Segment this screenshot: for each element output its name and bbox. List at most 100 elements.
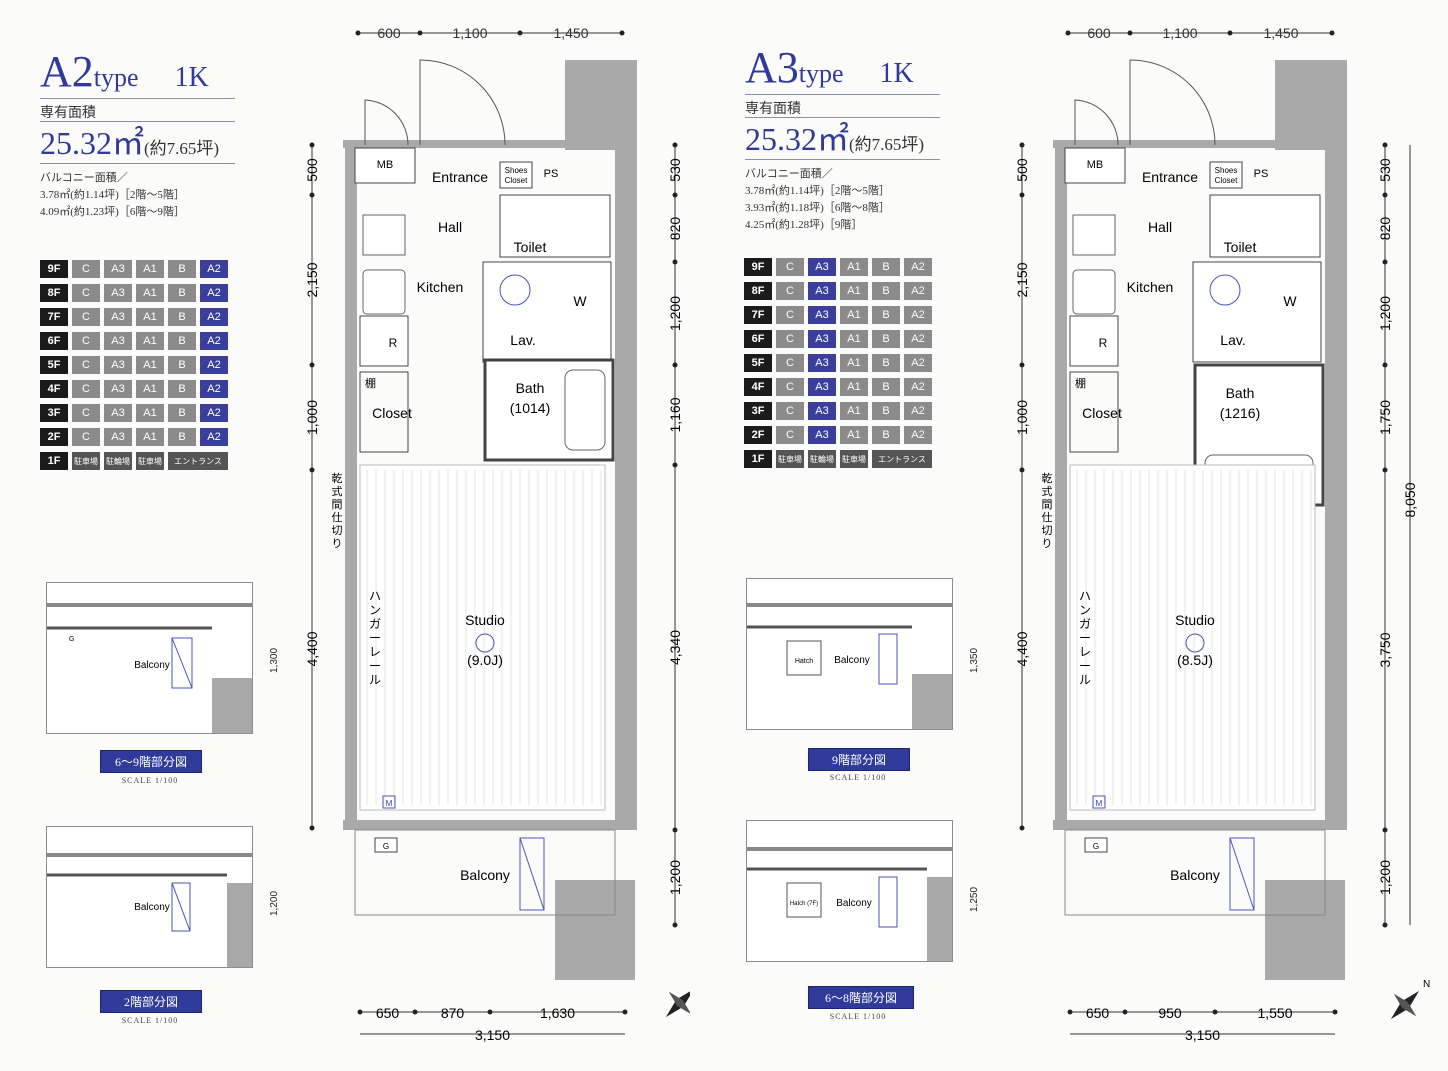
a3-partial2: Hatch (7F) Balcony bbox=[746, 820, 953, 962]
a3-balcony-line-3: 4.25㎡(約1.28坪)［9階］ bbox=[745, 219, 863, 231]
hanger-rail-char: ー bbox=[369, 659, 381, 673]
dim-tick bbox=[1382, 362, 1388, 368]
a2-unit-cell: A3 bbox=[104, 284, 132, 302]
w-label: W bbox=[573, 293, 587, 309]
a2-floor-label: 7F bbox=[40, 308, 68, 326]
a3-unit-cell: A1 bbox=[840, 306, 868, 324]
a2-unit-cell: C bbox=[72, 356, 100, 374]
a2-unit-cell: A1 bbox=[136, 356, 164, 374]
a3-partial1-caption: 9階部分図 bbox=[808, 748, 910, 771]
a2-ground-cell: 駐輪場 bbox=[104, 452, 132, 470]
partition-char: 切 bbox=[1042, 524, 1053, 537]
m-box bbox=[382, 795, 396, 809]
partition-char: 間 bbox=[1042, 498, 1053, 511]
bottom-dim-label: 1,550 bbox=[1257, 1005, 1292, 1021]
shelf-label: 棚 bbox=[365, 376, 376, 390]
a2-partial1-drawing: Balcony G bbox=[47, 603, 252, 733]
a2-partial1: Balcony G bbox=[46, 582, 253, 734]
a3-partial1-scale: SCALE 1/100 bbox=[829, 773, 887, 782]
a3-unit-cell: A2 bbox=[904, 258, 932, 276]
left-dim-label: 4,400 bbox=[304, 631, 320, 666]
dim-tick bbox=[309, 825, 315, 831]
dim-tick bbox=[1019, 362, 1025, 368]
partition-char: 式 bbox=[332, 485, 343, 498]
toilet-box bbox=[499, 194, 611, 258]
a2-unit-cell: A1 bbox=[136, 404, 164, 422]
a2-unit-cell: A1 bbox=[136, 428, 164, 446]
a3-unit-cell: A2 bbox=[904, 426, 932, 444]
hanger-rail-char: ン bbox=[369, 603, 381, 617]
a2-ground-cell: 駐車場 bbox=[136, 452, 164, 470]
a2-partial2-drawing: Balcony bbox=[47, 853, 252, 967]
a2-floor-label: 5F bbox=[40, 356, 68, 374]
r-label: R bbox=[1099, 336, 1108, 350]
a3-partial1-balcony: Balcony bbox=[834, 655, 870, 666]
dim-tick bbox=[309, 362, 315, 368]
a3-area: 25.32㎡(約7.65坪) bbox=[745, 123, 924, 161]
entrance-label: Entrance bbox=[1142, 169, 1198, 185]
a2-unit-cell: A1 bbox=[136, 332, 164, 350]
a2-partial1-balcony: Balcony bbox=[134, 660, 170, 671]
closet-label: Closet bbox=[505, 176, 528, 185]
bath-size-label: (1014) bbox=[510, 400, 550, 416]
closet-box bbox=[359, 371, 409, 453]
studio-label: Studio bbox=[465, 612, 505, 628]
a2-unit-cell: B bbox=[168, 404, 196, 422]
a2-unit-cell: A1 bbox=[136, 380, 164, 398]
ps-label: PS bbox=[544, 168, 559, 180]
a3-unit-cell: C bbox=[776, 402, 804, 420]
a3-floor-label: 7F bbox=[744, 306, 772, 324]
dim-tick bbox=[517, 30, 523, 36]
a2-unit-cell: A1 bbox=[136, 284, 164, 302]
a2-unit-cell: A2 bbox=[200, 404, 228, 422]
a3-floor-label: 2F bbox=[744, 426, 772, 444]
a3-area-label: 専有面積 bbox=[745, 102, 801, 117]
a3-unit-cell: C bbox=[776, 306, 804, 324]
a3-area-rule2 bbox=[745, 159, 940, 160]
right-dim-label: 3,750 bbox=[1377, 632, 1393, 667]
a3-area-tsubo: (約7.65坪) bbox=[849, 135, 925, 154]
dim-tick bbox=[672, 259, 678, 265]
dim-tick bbox=[357, 1009, 363, 1015]
closet-room-label: Closet bbox=[372, 405, 412, 421]
a2-unit-cell: A3 bbox=[104, 332, 132, 350]
a2-unit-cell: A3 bbox=[104, 428, 132, 446]
right-dim-label: 1,200 bbox=[1377, 296, 1393, 331]
a3-unit-cell: A2 bbox=[904, 378, 932, 396]
bath-size-label: (1216) bbox=[1220, 405, 1260, 421]
bath-label: Bath bbox=[1226, 385, 1255, 401]
right-total-label: 8,050 bbox=[1402, 482, 1418, 517]
partition-char: り bbox=[1042, 537, 1053, 550]
dim-tick bbox=[309, 467, 315, 473]
a3-partial2-caption: 6～8階部分図 bbox=[808, 986, 914, 1009]
a2-balcony-line-1: 3.78㎡(約1.14坪)［2階～5階］ bbox=[40, 189, 185, 201]
right-wall-top bbox=[565, 60, 615, 150]
right-dim-label: 4,340 bbox=[667, 630, 683, 665]
a3-unit-cell: A1 bbox=[840, 282, 868, 300]
hanger-rail-char: ン bbox=[1079, 603, 1091, 617]
studio-label: Studio bbox=[1175, 612, 1215, 628]
a3-ground-cell: エントランス bbox=[872, 450, 932, 468]
left-dim-label: 2,150 bbox=[304, 262, 320, 297]
a3-partial2-hatch: Hatch (7F) bbox=[790, 901, 818, 907]
a3-type-word: type bbox=[798, 59, 844, 88]
a3-partial1-hatch: Hatch bbox=[795, 658, 813, 665]
a3-floor-label: 8F bbox=[744, 282, 772, 300]
fridge-box bbox=[1069, 315, 1119, 367]
a2-unit-cell: A2 bbox=[200, 380, 228, 398]
g-box bbox=[374, 837, 398, 853]
dim-tick bbox=[1382, 259, 1388, 265]
a3-unit-cell: C bbox=[776, 354, 804, 372]
a3-unit-cell: B bbox=[872, 306, 900, 324]
a2-unit-cell: A3 bbox=[104, 308, 132, 326]
a3-ground-cell: 駐車場 bbox=[776, 450, 804, 468]
dim-tick bbox=[1382, 827, 1388, 833]
a2-unit-cell: B bbox=[168, 380, 196, 398]
partition-char: り bbox=[332, 537, 343, 550]
dim-tick bbox=[1382, 192, 1388, 198]
a2-ground-cell: 駐車場 bbox=[72, 452, 100, 470]
